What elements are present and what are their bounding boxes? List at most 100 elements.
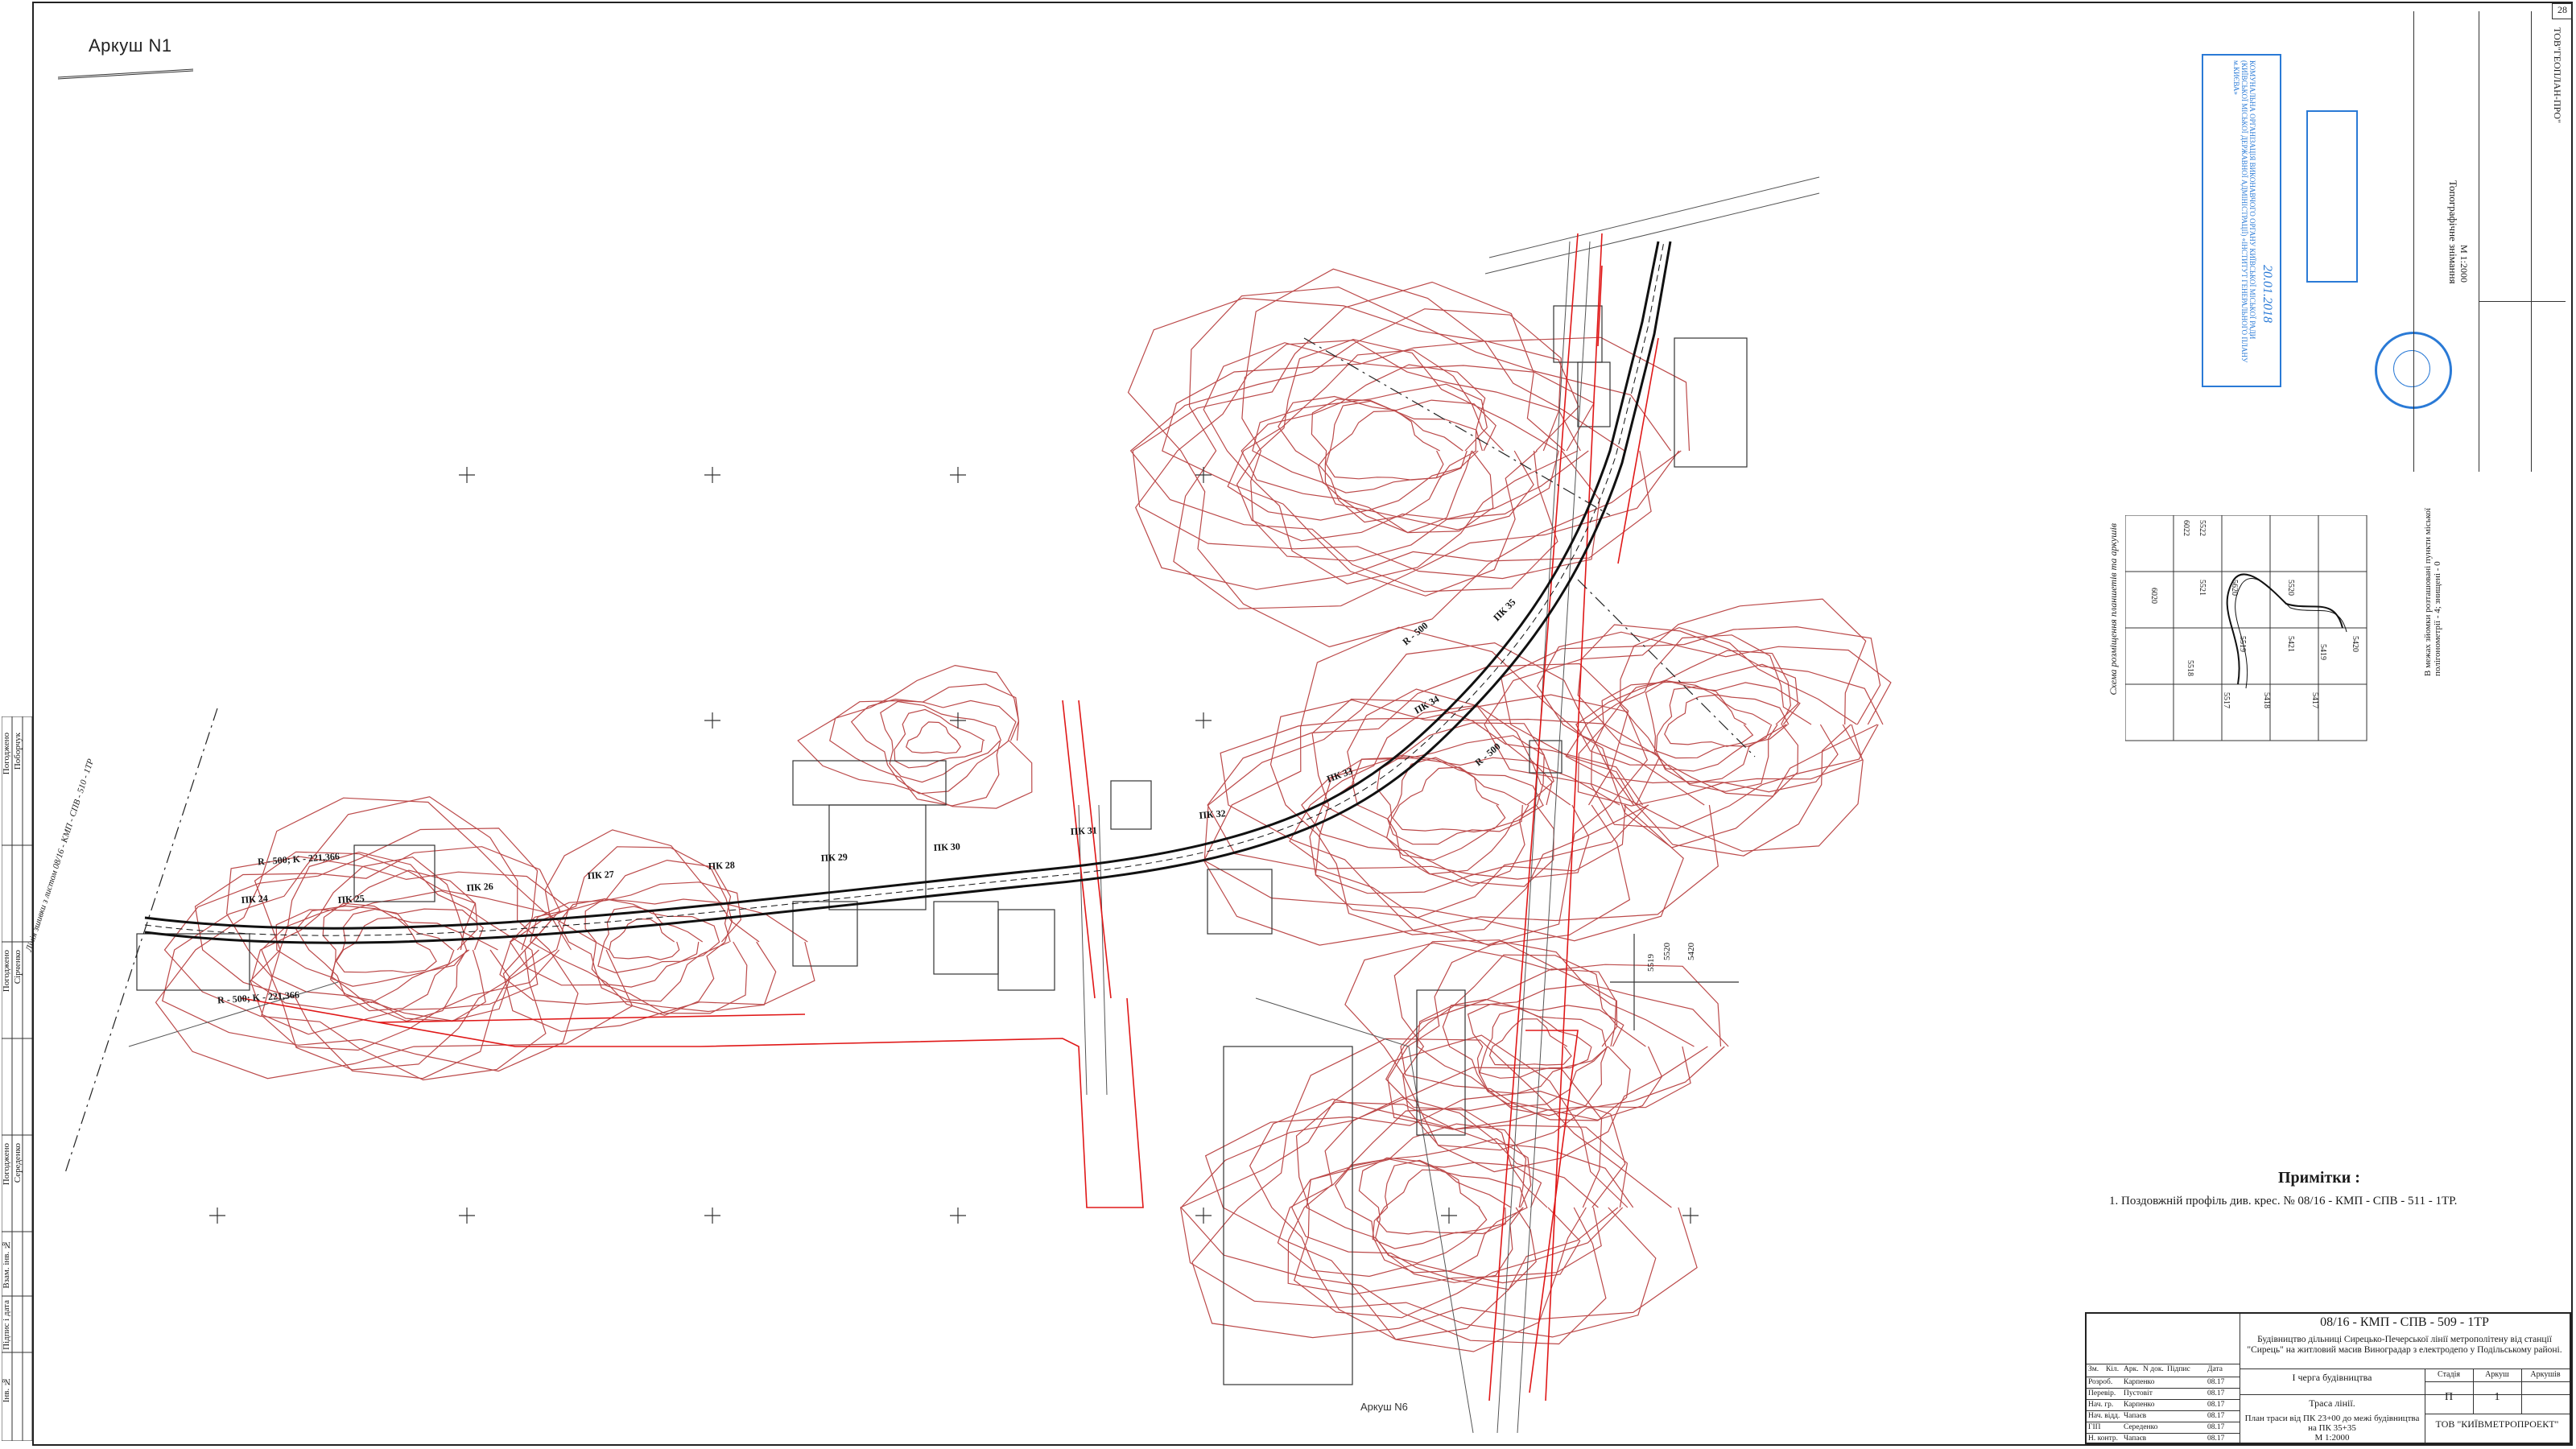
- staff-cell: 08.17: [2207, 1389, 2225, 1397]
- sign-date-label: Підпис і дата: [2, 1300, 11, 1350]
- grid-cross: [950, 712, 966, 729]
- picket-label: ПК 30: [933, 840, 960, 853]
- contour-line: [1203, 642, 1684, 942]
- contour-line: [275, 890, 478, 1022]
- contour-line: [1400, 968, 1631, 1121]
- contour-line: [894, 708, 985, 769]
- contour-line: [1132, 281, 1600, 580]
- sheet-title: Траса лінії.: [2309, 1397, 2355, 1409]
- buildings: [136, 305, 1748, 1385]
- sheet-number: 28: [2552, 3, 2573, 19]
- stadia-header: Стадія: [2438, 1370, 2460, 1379]
- picket-label: ПК 24: [241, 893, 268, 906]
- staff-cell: Чапаєв: [2124, 1435, 2147, 1443]
- staff-cell: Перевір.: [2088, 1389, 2116, 1397]
- contour-line: [1387, 757, 1527, 845]
- contour-line: [829, 683, 1020, 807]
- contour-line: [1287, 1096, 1602, 1295]
- staff-cell: 08.17: [2207, 1401, 2225, 1409]
- match-lines: [64, 337, 1756, 1176]
- contour-line: [1135, 268, 1652, 590]
- grid-cross: [950, 1208, 966, 1224]
- grid-number: 5420: [1686, 943, 1696, 960]
- contour-line: [597, 906, 704, 974]
- scheme-title: Схема розміщення планшетів та аркушів: [2107, 523, 2119, 696]
- staff-cell: 08.17: [2207, 1423, 2225, 1431]
- scale-bar: [57, 68, 194, 80]
- picket-label: ПК 26: [466, 881, 493, 894]
- staff-cell: Чапаєв: [2124, 1412, 2147, 1420]
- scheme-cell: 5419: [2318, 644, 2327, 660]
- grid-cross: [950, 467, 966, 483]
- contour-line: [1129, 308, 1562, 592]
- sheet-label-bottom: Аркуш N6: [1360, 1401, 1408, 1413]
- contour-line: [254, 851, 572, 1051]
- scheme-cell: 5517: [2222, 692, 2231, 708]
- contour-line: [1203, 626, 1719, 946]
- contour-line: [1393, 939, 1729, 1151]
- contour-line: [225, 856, 570, 1071]
- sheet-grid-mark: [1610, 934, 1739, 1030]
- approval-stamp: КОМУНАЛЬНА ОРГАНІЗАЦІЯ ВИКОНАВЧОГО ОРГАН…: [2202, 54, 2281, 387]
- red-boundaries: [241, 233, 1659, 1402]
- grid-cross: [1682, 1208, 1699, 1224]
- contour-line: [1664, 694, 1754, 747]
- contour-line: [163, 828, 547, 1081]
- contour-line: [1220, 694, 1648, 945]
- grid-cross: [1195, 467, 1212, 483]
- staff-cell: Нач. гр.: [2088, 1401, 2114, 1409]
- metro-track: [144, 241, 1672, 944]
- contour-line: [1309, 688, 1626, 894]
- contour-line: [499, 846, 777, 1013]
- scheme-legend: В межах зйомки розташовані пункти місько…: [2423, 507, 2442, 676]
- contour-line: [1277, 1107, 1581, 1284]
- divider: [2425, 1381, 2570, 1382]
- drawing-title: План траси від ПК 23+00 до межі будівниц…: [2244, 1414, 2420, 1433]
- grid-cross: [209, 1208, 225, 1224]
- scheme-cell: 6020: [2149, 588, 2158, 604]
- contour-line: [1127, 297, 1690, 648]
- grid-cross: [1195, 1208, 1212, 1224]
- staff-header-cell: Кіл.: [2106, 1365, 2120, 1373]
- contour-line: [880, 700, 1002, 783]
- contour-line: [1306, 1137, 1532, 1283]
- contour-line: [1565, 634, 1839, 793]
- scheme-cell: 5521: [2198, 580, 2207, 596]
- staff-header-cell: Дата: [2207, 1365, 2223, 1373]
- company-name: ТОВ "КИЇВМЕТРОПРОЕКТ": [2435, 1418, 2559, 1430]
- strip-name: Сірченко: [13, 950, 23, 985]
- scheme-cell: 6022: [2182, 520, 2190, 536]
- contour-line: [1501, 625, 1881, 857]
- staff-cell: Розроб.: [2088, 1378, 2113, 1386]
- contour-line: [295, 905, 484, 1012]
- stamp-area: КОМУНАЛЬНА ОРГАНІЗАЦІЯ ВИКОНАВЧОГО ОРГАН…: [2085, 10, 2568, 477]
- contour-line: [1655, 686, 1773, 759]
- drawing-scale: М 1:2000: [2314, 1433, 2350, 1443]
- registration-stamp: [2306, 110, 2358, 283]
- inv-label: Інв. №: [2, 1377, 11, 1403]
- notes-title: Примітки :: [2278, 1169, 2360, 1187]
- scheme-cell: 5520: [2286, 580, 2295, 596]
- topo-title: Топографічне знімання: [2447, 180, 2459, 284]
- picket-label: ПК 31: [1070, 824, 1097, 837]
- contour-line: [1179, 1034, 1657, 1338]
- contour-line: [1278, 395, 1496, 523]
- contour-line: [322, 902, 469, 1004]
- contour-line: [1467, 1003, 1608, 1095]
- contour-line: [1227, 349, 1534, 530]
- contour-line: [1252, 383, 1488, 534]
- contour-line: [155, 797, 634, 1080]
- contour-line: [1269, 699, 1661, 935]
- contour-line: [1293, 1101, 1634, 1319]
- staff-cell: Н. контр.: [2088, 1435, 2118, 1443]
- topo-scale: М 1:2000: [2458, 245, 2470, 283]
- stamp-date: 20.01.2018: [2260, 265, 2274, 323]
- topo-company: ТОВ"ГЕОПЛАН-ПРО": [2552, 27, 2563, 123]
- notes-item: 1. Поздовжній профіль див. крес. № 08/16…: [2109, 1195, 2458, 1208]
- contour-line: [850, 698, 1017, 795]
